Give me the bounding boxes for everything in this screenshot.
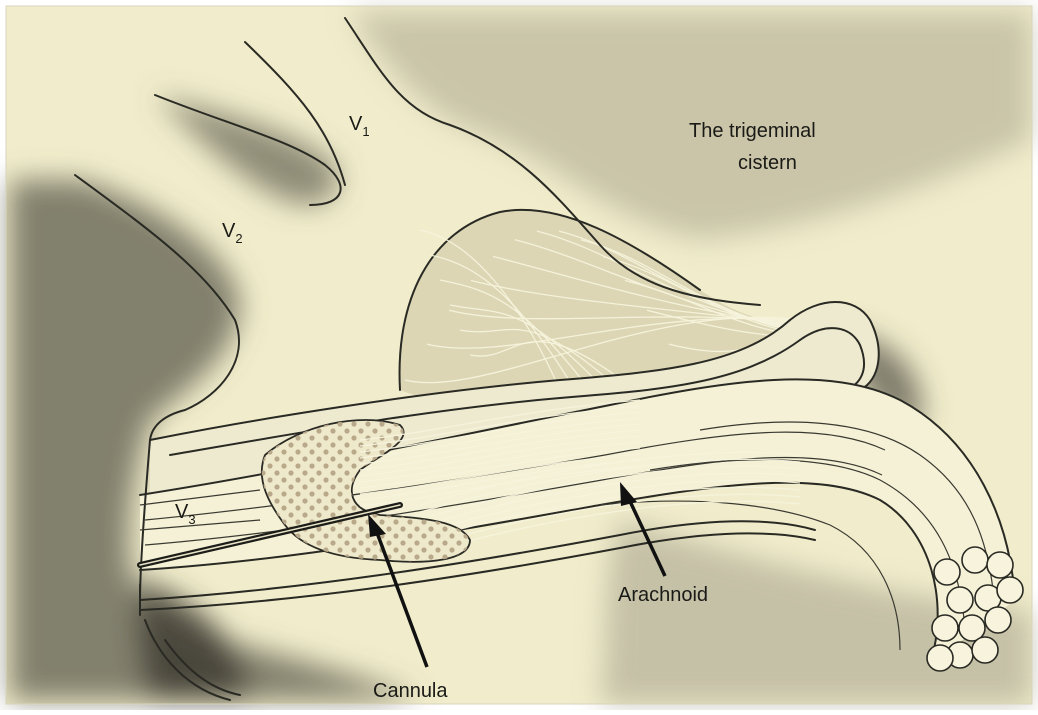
fascicle-cross-section: [972, 637, 998, 663]
fascicle-cross-section: [932, 615, 958, 641]
fascicle-cross-section: [947, 587, 973, 613]
cistern-label-line2: cistern: [738, 152, 797, 174]
fascicle-cross-section: [927, 645, 953, 671]
fascicle-cross-section: [997, 577, 1023, 603]
fascicle-cross-section: [934, 559, 960, 585]
fascicle-cross-section: [962, 547, 988, 573]
cannula-label: Cannula: [373, 680, 448, 702]
arachnoid-label: Arachnoid: [618, 584, 708, 606]
fascicle-cross-section: [985, 607, 1011, 633]
cistern-label-line1: The trigeminal: [689, 120, 816, 142]
fascicle-cross-section: [987, 552, 1013, 578]
